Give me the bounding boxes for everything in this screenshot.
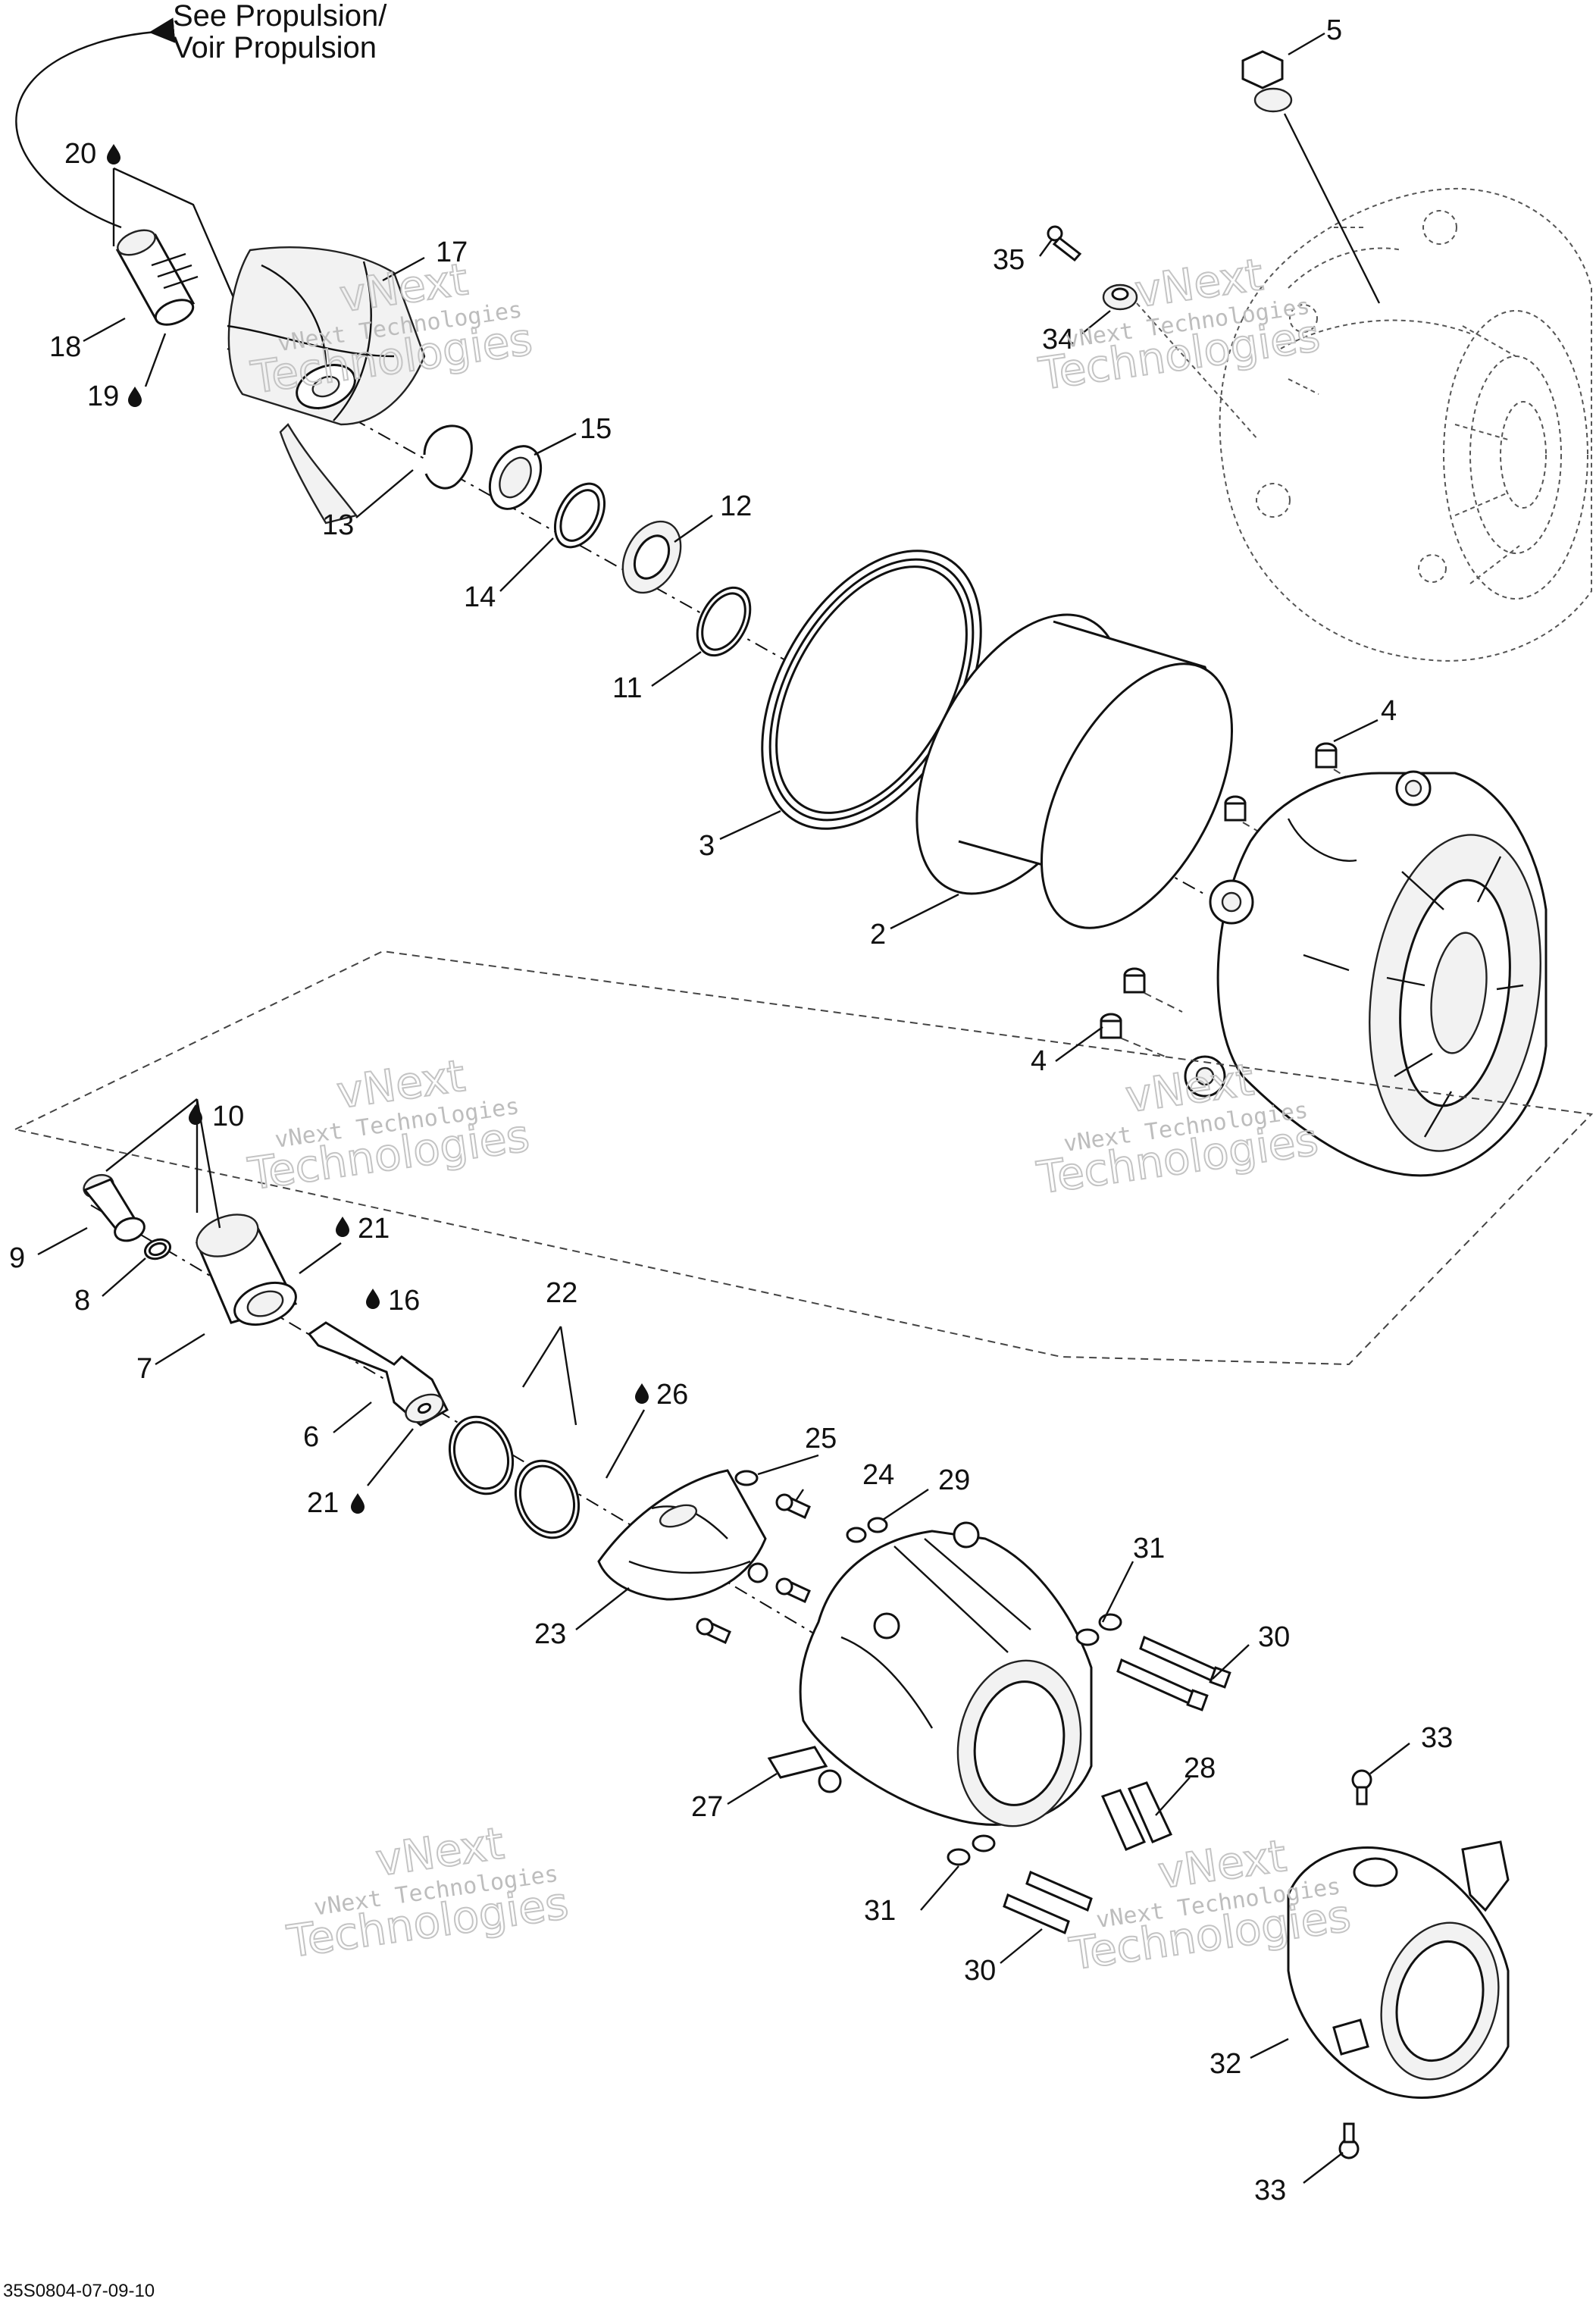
- part-8-oring: [144, 1238, 171, 1261]
- reference-arrow: [15, 17, 176, 229]
- callout-8: 8: [74, 1285, 90, 1317]
- dashed-enclosure: [12, 950, 1594, 1366]
- callout-35: 35: [993, 244, 1025, 276]
- part-33-screws: [1338, 1769, 1372, 2159]
- callout-24: 24: [862, 1459, 894, 1491]
- leader-20: [112, 167, 244, 319]
- callout-28: 28: [1184, 1752, 1216, 1784]
- part-4-inserts-bottom: [1100, 967, 1183, 1058]
- part-12-bearing: [621, 520, 682, 594]
- callout-10: 10: [212, 1101, 244, 1132]
- callout-34: 34: [1042, 324, 1074, 355]
- callout-19: 19: [87, 381, 119, 412]
- pump-housing-ghost: [1219, 187, 1592, 662]
- callout-4-bottom: 4: [1031, 1045, 1047, 1077]
- callout-3: 3: [699, 830, 715, 862]
- callout-labels: 5 35 34 20 17 18 19 13 15 14 12 11 3 2 4…: [9, 14, 1453, 2206]
- part-34-grommet: [1102, 283, 1259, 440]
- callout-11: 11: [612, 672, 642, 704]
- reference-note-line1: See Propulsion/: [173, 0, 387, 33]
- callout-14: 14: [464, 581, 496, 613]
- oil-drop-icon: [366, 1289, 380, 1309]
- callout-30-top: 30: [1258, 1621, 1290, 1653]
- callout-18: 18: [49, 331, 81, 363]
- part-5-bolt: [1241, 50, 1381, 304]
- part-7-bearing: [195, 1214, 298, 1326]
- callout-23: 23: [534, 1618, 566, 1650]
- reference-note-line2: Voir Propulsion: [173, 31, 377, 64]
- callout-21-top: 21: [358, 1213, 390, 1245]
- part-6-shaft: [307, 1321, 449, 1427]
- callout-29: 29: [938, 1464, 970, 1496]
- callout-33-bottom: 33: [1254, 2175, 1286, 2206]
- part-27-venturi-housing: [767, 1521, 1093, 1827]
- part-2-wear-ring: [915, 613, 1234, 929]
- callout-20: 20: [64, 138, 96, 170]
- oil-drop-icon: [336, 1217, 349, 1237]
- callout-25: 25: [805, 1423, 837, 1455]
- callout-31-top: 31: [1133, 1533, 1165, 1564]
- part-23-cone: [597, 1469, 768, 1601]
- callout-27: 27: [691, 1791, 723, 1823]
- callout-4-top: 4: [1381, 695, 1397, 727]
- part-22-orings: [448, 1326, 581, 1539]
- callout-30-bottom: 30: [964, 1955, 996, 1987]
- callout-5: 5: [1326, 14, 1342, 46]
- oil-drop-icon: [128, 387, 142, 407]
- leader-lines: [37, 32, 1410, 2184]
- callout-15: 15: [580, 413, 612, 445]
- oil-drop-icon: [635, 1383, 649, 1404]
- callout-21-bottom: 21: [307, 1487, 339, 1519]
- part-4-inserts-top: [1224, 742, 1365, 850]
- callout-2: 2: [870, 919, 886, 950]
- oil-drop-icon: [107, 144, 120, 164]
- callout-7: 7: [136, 1353, 152, 1385]
- part-14-oring: [553, 482, 606, 549]
- part-35-screw: [1047, 225, 1082, 262]
- part-29-orings: [846, 1517, 888, 1543]
- oil-drop-icon: [351, 1493, 365, 1514]
- part-32-nozzle: [1287, 1840, 1510, 2099]
- reference-note: See Propulsion/ Voir Propulsion: [15, 0, 387, 229]
- callout-6: 6: [303, 1421, 319, 1453]
- oil-drop-icon: [189, 1104, 202, 1125]
- part-17-impeller: [227, 246, 426, 525]
- part-18-sleeve: [115, 229, 199, 326]
- part-24-25-screws: [696, 1470, 811, 1645]
- part-30-31-bolts-upper: [1075, 1613, 1231, 1712]
- callout-32: 32: [1210, 2048, 1241, 2080]
- part-13-circlip: [423, 424, 473, 490]
- part-15-seal: [488, 445, 543, 510]
- part-9-bushing: [83, 1173, 146, 1242]
- callout-17: 17: [436, 236, 468, 268]
- part-3-ring: [761, 550, 982, 830]
- callout-22: 22: [546, 1277, 577, 1309]
- callout-16: 16: [388, 1285, 420, 1317]
- callout-9: 9: [9, 1242, 25, 1274]
- part-28-plugs: [1100, 1781, 1173, 1851]
- callout-12: 12: [720, 490, 752, 522]
- part-11-oring: [696, 586, 752, 657]
- part-30-31-bolts-lower: [947, 1834, 1093, 1935]
- drawing-code: 35S0804-07-09-10: [3, 2281, 155, 2301]
- callout-13: 13: [322, 509, 354, 541]
- callout-26: 26: [656, 1379, 688, 1411]
- callout-33-top: 33: [1421, 1722, 1453, 1754]
- callout-31-bottom: 31: [864, 1895, 896, 1927]
